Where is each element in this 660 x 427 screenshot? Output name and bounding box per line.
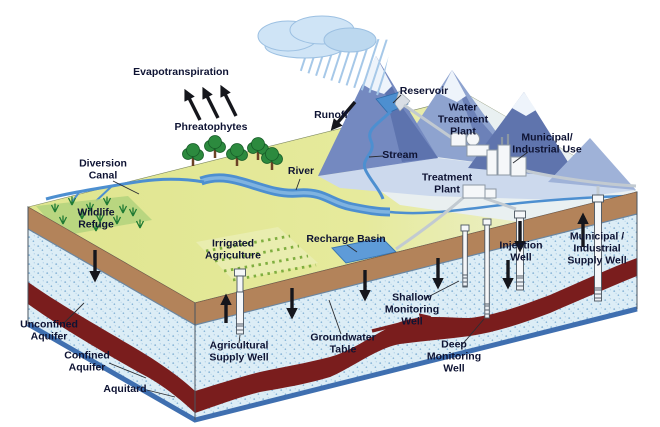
well-screen — [484, 303, 490, 319]
well-screen — [516, 275, 524, 291]
evapotranspiration-arrow — [184, 88, 202, 121]
cloud-icon — [257, 15, 377, 59]
reservoir-water — [375, 90, 411, 114]
mountains — [318, 56, 636, 200]
aquitard-layer — [195, 258, 637, 413]
municipal-industrial-buildings — [486, 134, 527, 177]
municipal-industrial-supply-well — [592, 194, 604, 302]
well-screen — [236, 323, 244, 335]
treatment-plant-building — [462, 184, 497, 199]
evapotranspiration-arrow — [220, 84, 238, 117]
leader-lines — [63, 94, 529, 398]
deep-monitoring-well — [482, 218, 492, 319]
pipe-to-injection-well — [483, 196, 517, 211]
pipe-reservoir-to-plant — [403, 103, 453, 140]
snow-cap — [512, 92, 536, 116]
groundwater-table-line — [194, 213, 638, 326]
cross-section-southwest — [27, 206, 196, 421]
water-treatment-plant-building — [450, 132, 490, 157]
pipe-to-right-edge — [521, 168, 637, 188]
flow-arrows — [89, 84, 589, 323]
shallow-monitoring-well — [460, 224, 470, 288]
crop-rows-icon — [205, 234, 317, 282]
pipes — [395, 103, 637, 251]
aquitard-layer — [28, 282, 195, 413]
pipe-to-recharge-basin — [395, 195, 465, 251]
groundwater-table-line — [27, 228, 196, 326]
recharge-basin-water — [331, 237, 397, 264]
stream-water — [362, 109, 393, 200]
well-screen — [462, 274, 468, 288]
block-edges — [26, 192, 638, 423]
wildlife-refuge-marsh — [36, 196, 152, 236]
agricultural-supply-well — [234, 268, 246, 335]
groundwater-flow-arrow — [371, 313, 432, 333]
irrigated-agriculture-field — [196, 227, 318, 282]
river-water — [199, 173, 637, 217]
snow-cap — [440, 70, 466, 102]
well-screen — [594, 287, 602, 302]
evapotranspiration-arrow — [202, 86, 220, 119]
phreatophyte-trees-icon — [182, 135, 283, 170]
runoff-arrow — [330, 100, 357, 131]
